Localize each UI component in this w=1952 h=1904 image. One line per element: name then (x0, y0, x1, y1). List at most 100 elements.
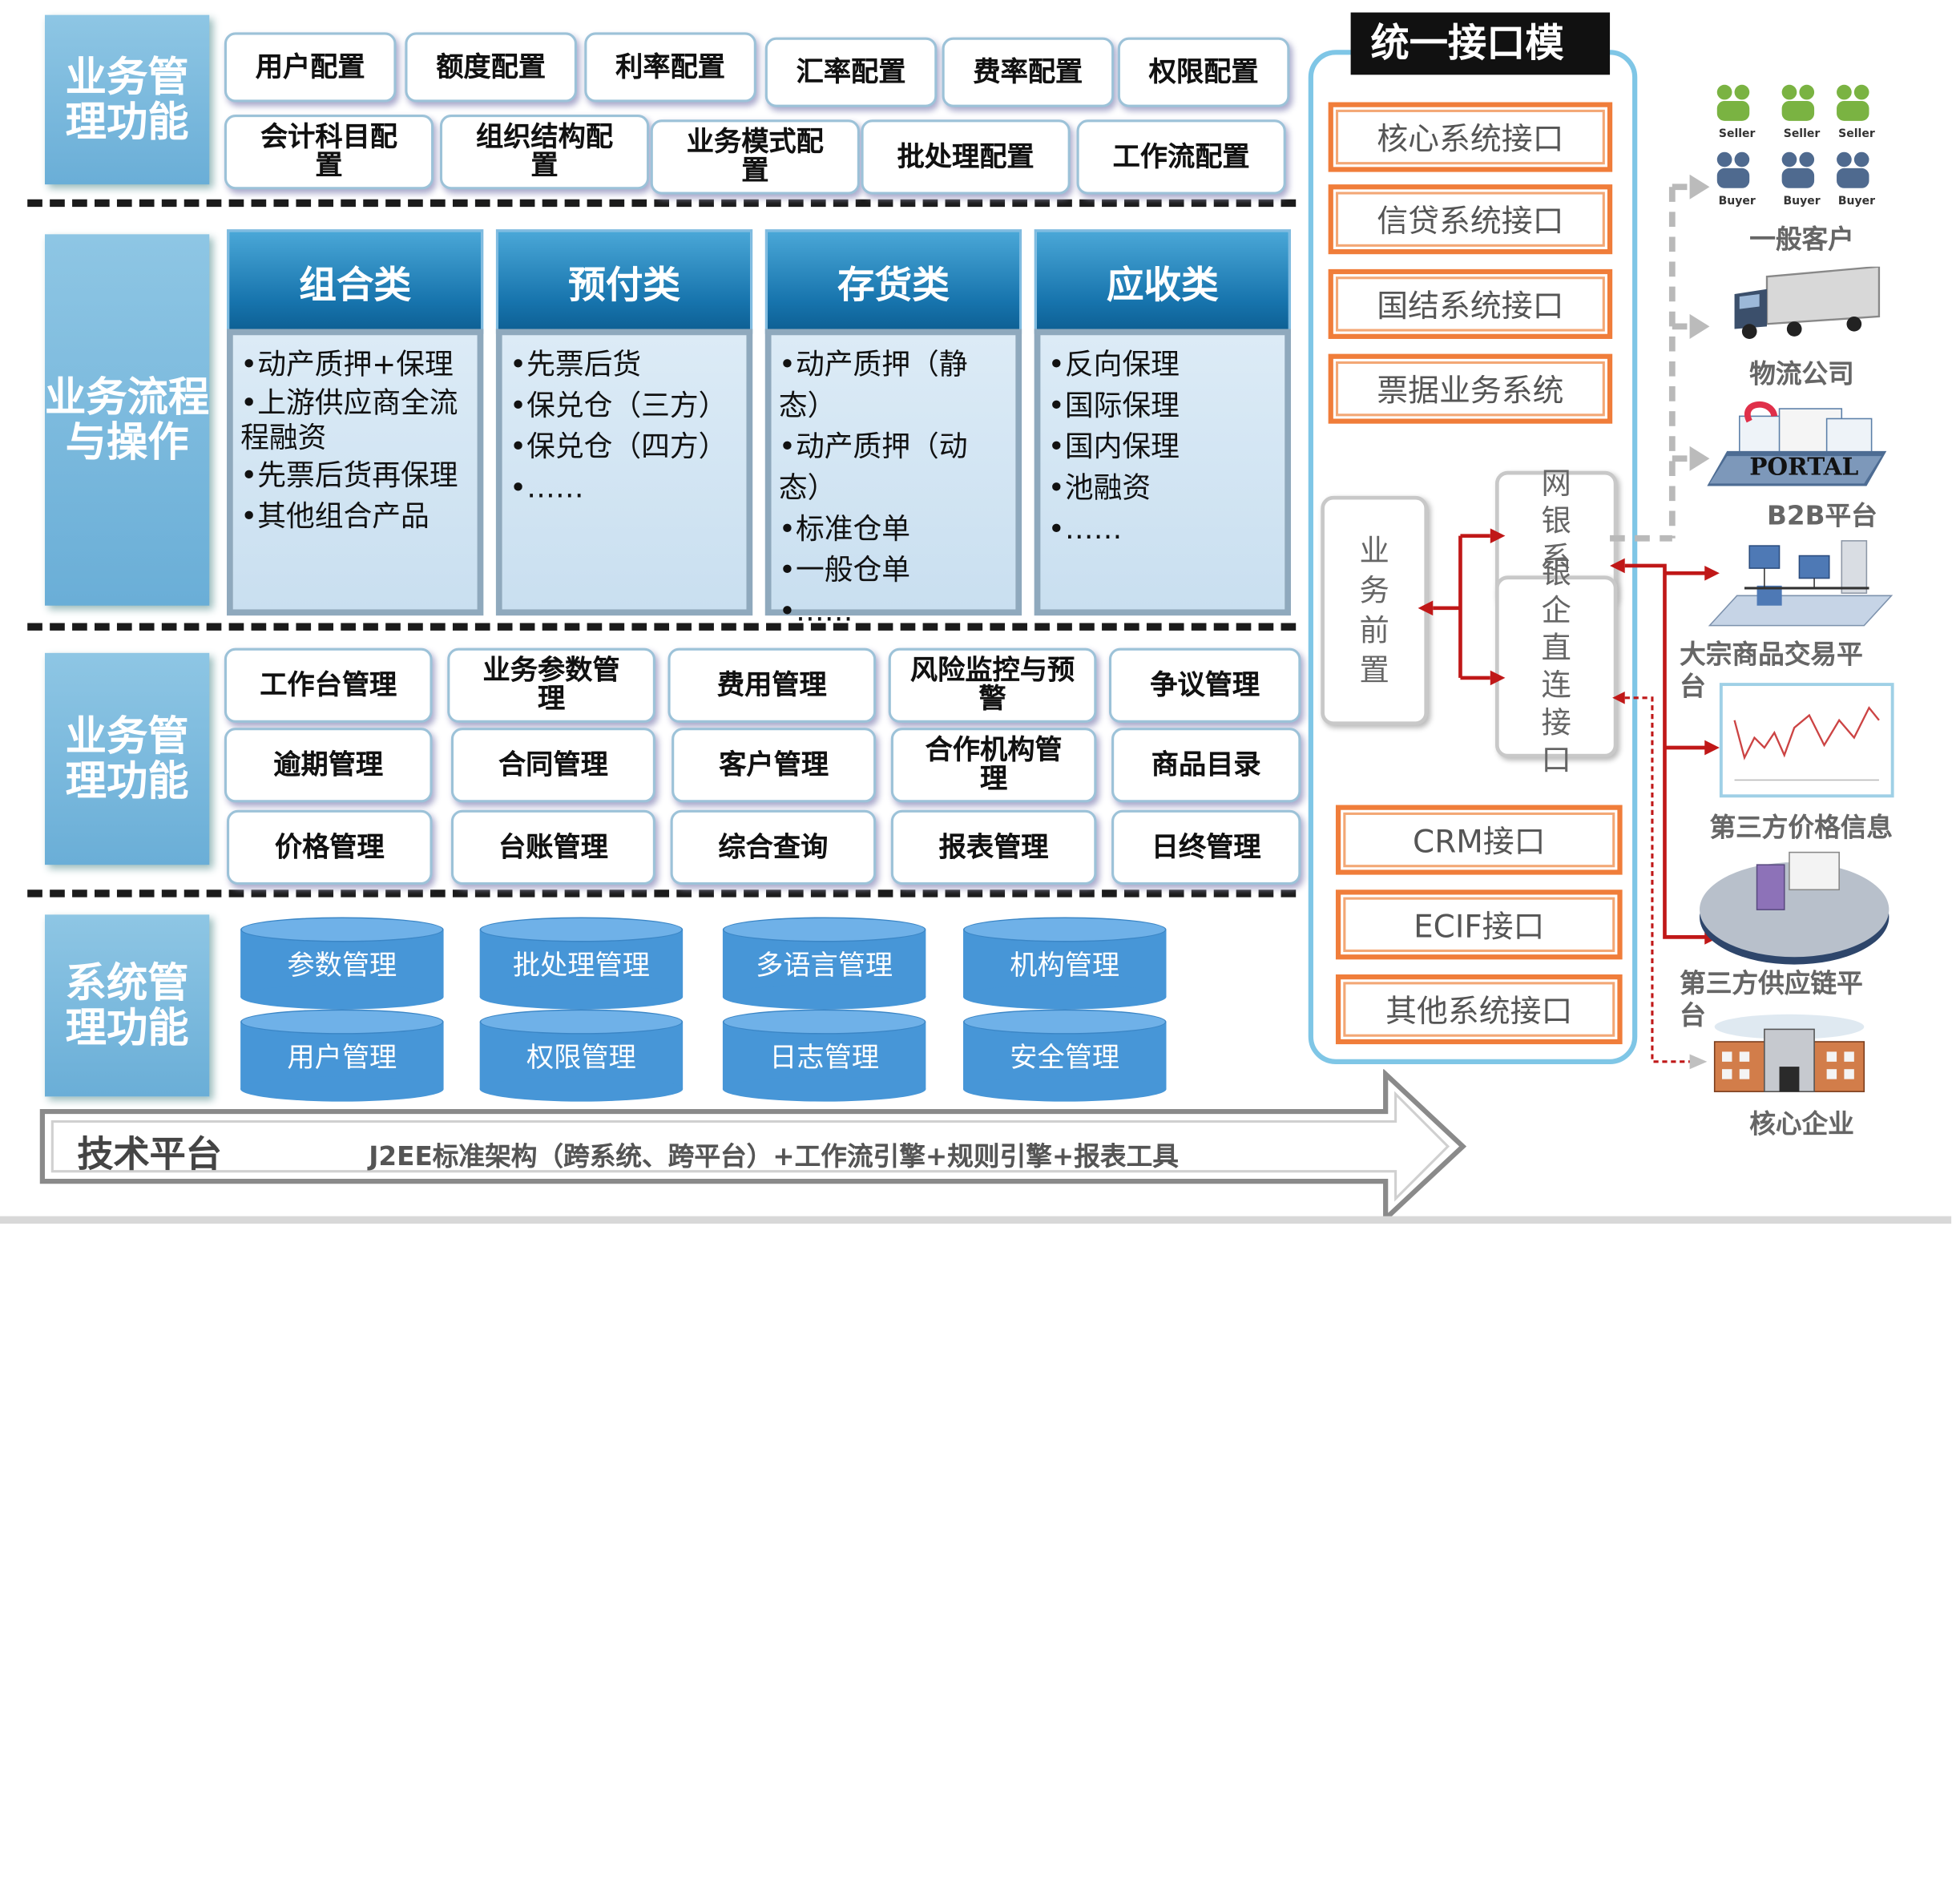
product-column-body: •反向保理 •国际保理 •国内保理 •池融资 •…… (1034, 329, 1291, 616)
mgmt-box: 商品目录 (1111, 728, 1301, 803)
product-item: •其他组合产品 (240, 501, 430, 534)
mgmt-box: 日终管理 (1111, 809, 1301, 885)
product-item: •…… (509, 472, 584, 505)
commodity-platform-label: 大宗商品交易平 台 (1680, 639, 1863, 702)
buyer-label: Buyer (1783, 196, 1821, 208)
product-item: •一般仓单 (778, 554, 911, 587)
seller-label: Seller (1783, 128, 1821, 141)
seller-label: Seller (1718, 128, 1756, 141)
product-item: •先票后货 (509, 349, 642, 381)
product-column-body: •动产质押（静态） •动产质押（动态） •标准仓单 •一般仓单 •…… (764, 329, 1022, 628)
tech-platform-arrow (39, 1069, 1467, 1224)
tech-platform-desc: J2EE标准架构（跨系统、跨平台）+工作流引擎+规则引擎+报表工具 (369, 1141, 1179, 1172)
mgmt-box: 合同管理 (450, 728, 655, 803)
config-box: 组织结构配 置 (439, 115, 650, 190)
seller-buyer-people-icon (1716, 84, 1869, 188)
config-box: 汇率配置 (764, 37, 938, 107)
product-item: •反向保理 (1047, 349, 1180, 381)
buyer-label: Buyer (1837, 196, 1876, 208)
seller-label: Seller (1838, 128, 1875, 141)
product-item: •国内保理 (1047, 431, 1180, 464)
crm-interface: CRM接口 (1335, 805, 1623, 875)
general-customer-label: 一般客户 (1749, 224, 1854, 255)
config-box: 权限配置 (1117, 37, 1290, 107)
section-label-sys-mgmt: 系统管 理功能 (44, 914, 210, 1097)
product-item: •国际保理 (1047, 389, 1180, 423)
other-system-interface-label: 其他系统接口 (1343, 982, 1615, 1037)
external-connector-lines (1610, 174, 1720, 1070)
config-box: 用户配置 (224, 32, 397, 103)
core-system-interface-label: 核心系统接口 (1335, 109, 1605, 165)
product-item: •动产质押+保理 (240, 349, 454, 381)
config-box: 批处理配置 (861, 119, 1071, 195)
credit-system-interface-label: 信贷系统接口 (1335, 192, 1605, 247)
config-box: 费率配置 (942, 37, 1115, 107)
sys-cylinder-label: 机构管理 (1010, 950, 1120, 982)
ecif-interface: ECIF接口 (1335, 889, 1623, 960)
product-item: •动产质押（静态） (778, 349, 968, 423)
bank-enterprise-direct-box: 银 企 直 连 接 口 (1494, 556, 1618, 777)
sys-cylinder-label: 用户管理 (287, 1043, 397, 1075)
sys-cylinder-label: 批处理管理 (512, 950, 650, 982)
sys-cylinder: 机构管理 (963, 917, 1167, 1010)
sys-cylinder: 安全管理 (963, 1009, 1167, 1102)
mgmt-box: 风险监控与预 警 (888, 647, 1097, 723)
internal-connector-arrows (1418, 528, 1506, 686)
product-item: •池融资 (1047, 472, 1151, 505)
third-party-price-label: 第三方价格信息 (1709, 812, 1894, 843)
mgmt-box: 价格管理 (227, 809, 433, 885)
supply-chain-platform-icon (1700, 851, 1889, 965)
business-front-box: 业 务 前 置 (1321, 495, 1429, 726)
section-label-biz-flow: 业务流程 与操作 (44, 234, 210, 606)
bill-business-system: 票据业务系统 (1328, 353, 1613, 424)
sys-cylinder-label: 日志管理 (769, 1043, 880, 1075)
crm-interface-label: CRM接口 (1343, 812, 1615, 868)
core-system-interface: 核心系统接口 (1328, 102, 1613, 172)
logistics-label: 物流公司 (1749, 358, 1854, 389)
sys-cylinder: 参数管理 (240, 917, 444, 1010)
core-enterprise-label: 核心企业 (1749, 1108, 1854, 1140)
product-item: •…… (1047, 513, 1123, 547)
separator-3 (27, 889, 1297, 898)
network-computers-icon (1708, 540, 1894, 627)
settlement-system-interface: 国结系统接口 (1328, 268, 1613, 339)
product-column-title: 预付类 (495, 229, 753, 334)
separator-2 (27, 623, 1297, 631)
bill-business-system-label: 票据业务系统 (1335, 361, 1605, 417)
product-item: •动产质押（动态） (778, 431, 968, 505)
portal-icon (1707, 401, 1887, 486)
product-item: •保兑仓（四方） (509, 431, 728, 464)
bottom-divider (0, 1216, 1952, 1224)
buyer-label: Buyer (1718, 196, 1756, 208)
sys-cylinder-label: 安全管理 (1010, 1043, 1120, 1075)
other-system-interface: 其他系统接口 (1335, 974, 1623, 1045)
mgmt-box: 逾期管理 (224, 728, 433, 803)
separator-1 (27, 199, 1297, 208)
credit-system-interface: 信贷系统接口 (1328, 184, 1613, 255)
product-column-title: 存货类 (764, 229, 1022, 334)
sys-cylinder-label: 权限管理 (526, 1043, 636, 1075)
product-column-title: 应收类 (1034, 229, 1291, 334)
config-box: 工作流配置 (1076, 119, 1286, 195)
core-enterprise-building-icon (1713, 1014, 1865, 1092)
portal-label: PORTAL (1749, 454, 1859, 482)
product-column-body: •先票后货 •保兑仓（三方） •保兑仓（四方） •…… (495, 329, 753, 616)
config-box: 利率配置 (584, 32, 756, 103)
sys-cylinder: 用户管理 (240, 1009, 444, 1102)
sys-cylinder: 权限管理 (479, 1009, 684, 1102)
mgmt-box: 台账管理 (450, 809, 655, 885)
product-item: •…… (778, 595, 853, 628)
mgmt-box: 报表管理 (890, 809, 1097, 885)
sys-cylinder-label: 多语言管理 (756, 950, 893, 982)
mgmt-box: 争议管理 (1108, 647, 1301, 723)
sys-cylinder: 日志管理 (722, 1009, 926, 1102)
b2b-platform-label: B2B平台 (1766, 501, 1877, 531)
settlement-system-interface-label: 国结系统接口 (1335, 276, 1605, 332)
mgmt-box: 客户管理 (672, 728, 877, 803)
config-box: 额度配置 (405, 32, 577, 103)
price-chart-icon (1719, 683, 1894, 798)
sys-cylinder: 批处理管理 (479, 917, 684, 1010)
mgmt-box: 工作台管理 (224, 647, 433, 723)
sys-cylinder-label: 参数管理 (287, 950, 397, 982)
mgmt-box: 合作机构管 理 (890, 728, 1097, 803)
